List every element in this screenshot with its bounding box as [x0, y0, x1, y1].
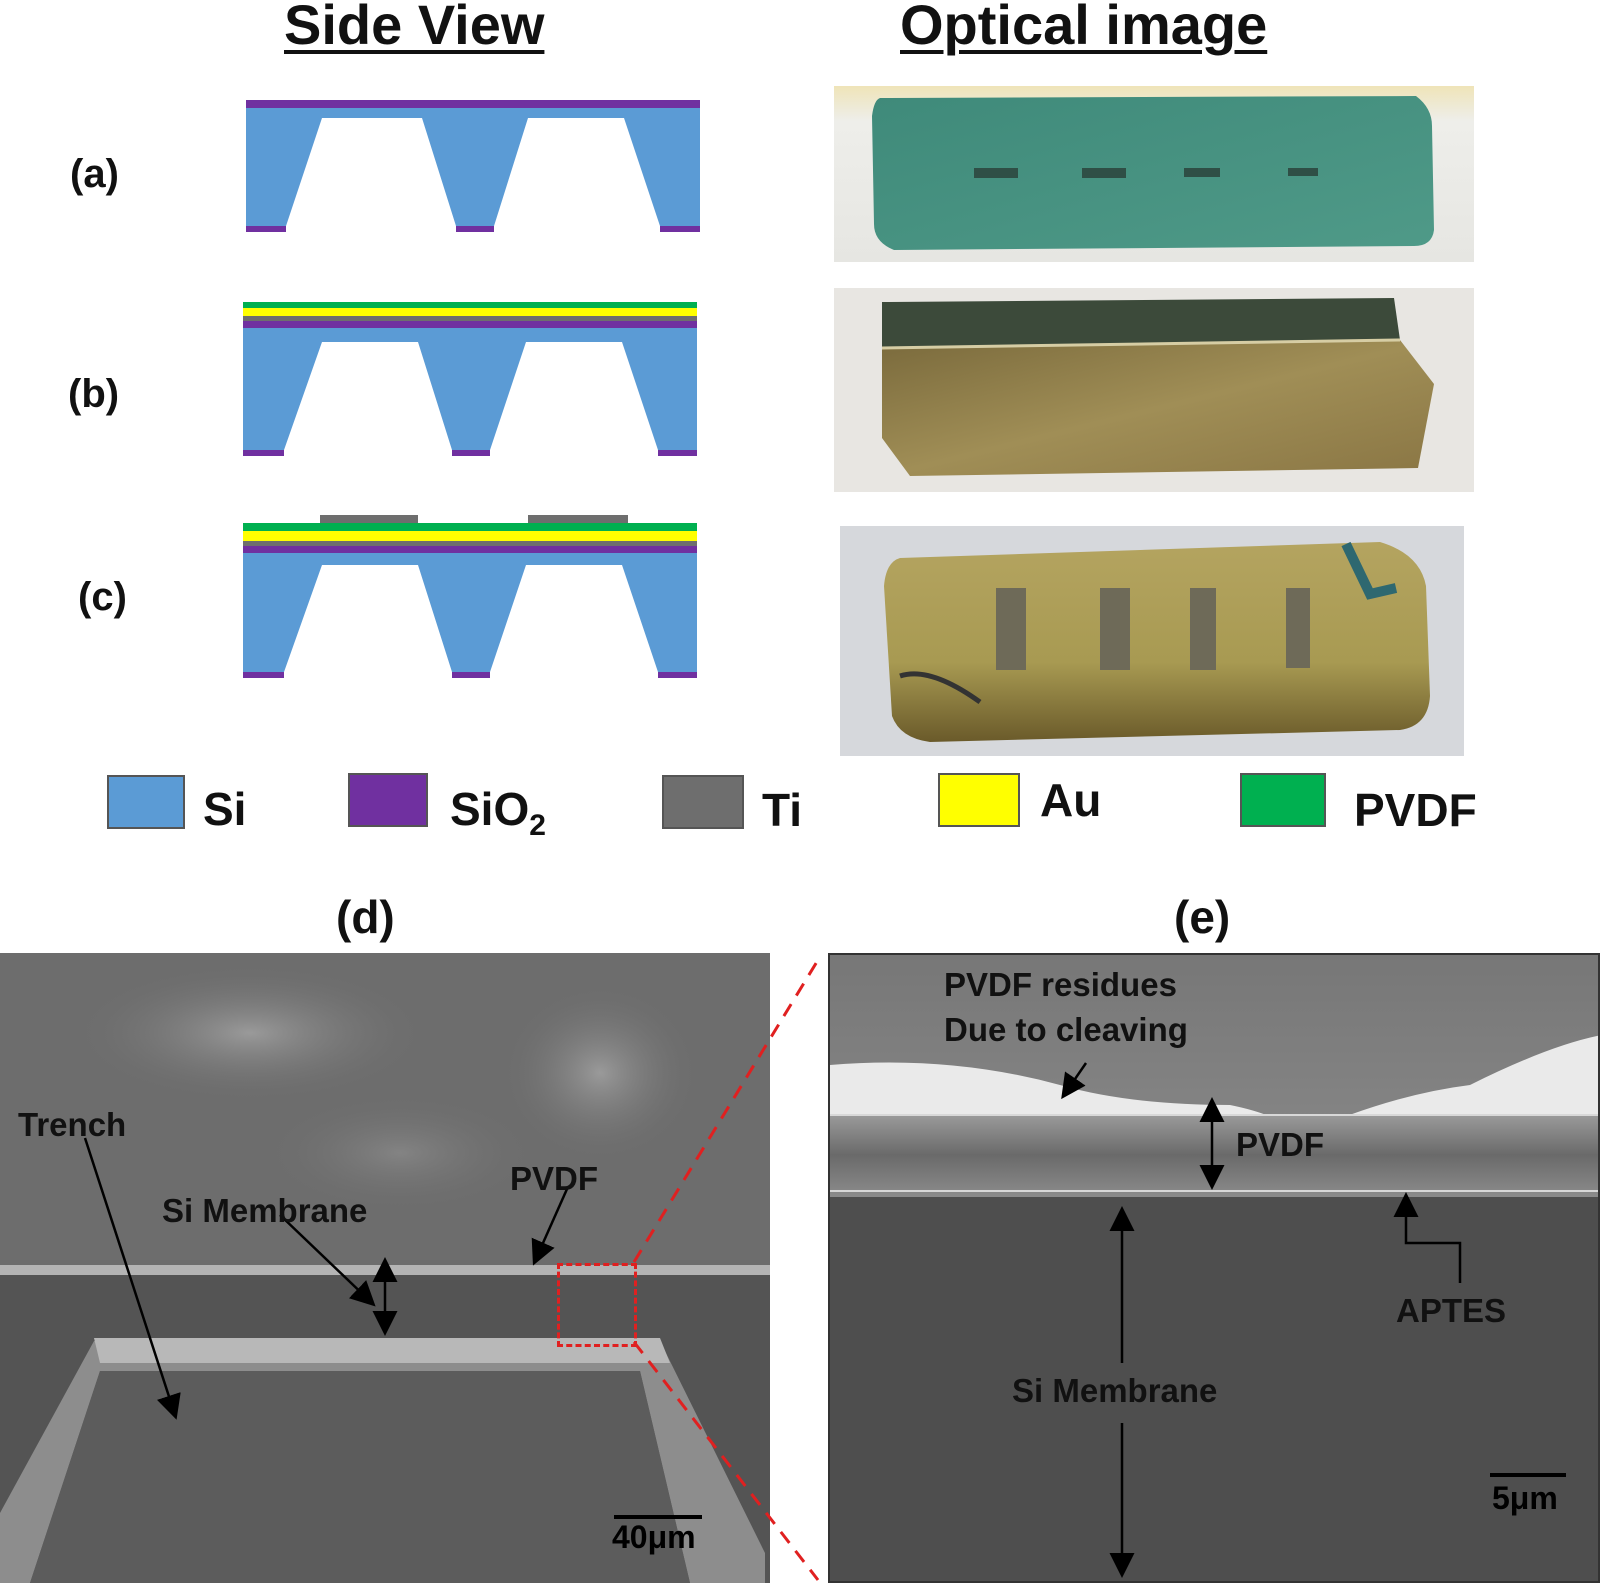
- si-membrane-label-e: Si Membrane: [1012, 1372, 1218, 1409]
- sio2-foot-c2: [452, 672, 490, 678]
- sio2-foot-c1: [243, 672, 284, 678]
- si-substrate-a: [246, 108, 700, 226]
- sio2-top-layer-a: [246, 100, 700, 108]
- sem-panel-d: [0, 953, 770, 1583]
- ti-electrode-c1: [320, 515, 418, 523]
- legend-swatch-si: [107, 775, 185, 829]
- pvdf-layer-c: [243, 523, 697, 531]
- legend-label-sio2-main: SiO: [450, 783, 530, 835]
- sio2-foot-a1: [246, 226, 286, 232]
- legend-swatch-ti: [662, 775, 744, 829]
- trench-label: Trench: [18, 1106, 127, 1143]
- schematic-b: [243, 302, 697, 456]
- row-label-c: (c): [78, 575, 127, 619]
- optical-image-a: [834, 86, 1474, 262]
- legend-label-sio2-sub: 2: [529, 809, 546, 843]
- legend-swatch-sio2: [348, 773, 428, 827]
- window-c2: [1100, 588, 1130, 670]
- window-a3: [1184, 168, 1220, 177]
- si-substrate-c: [243, 553, 697, 672]
- optical-image-b: [834, 288, 1474, 492]
- sio2-foot-a3: [660, 226, 700, 232]
- pvdf-layer-b: [243, 302, 697, 308]
- legend-swatch-pvdf: [1240, 773, 1326, 827]
- legend-label-au: Au: [1040, 774, 1102, 826]
- si-membrane-label-d: Si Membrane: [162, 1192, 368, 1229]
- residue-label-line1: PVDF residues: [944, 966, 1177, 1003]
- optical-image-c: [840, 526, 1464, 756]
- au-layer-b: [243, 308, 697, 316]
- window-a2: [1082, 168, 1126, 178]
- side-view-schematics: [243, 100, 700, 678]
- sio2-foot-b1: [243, 450, 284, 456]
- sem-e-image: [830, 955, 1598, 1581]
- window-c1: [996, 588, 1026, 670]
- panel-title-d: (d): [336, 891, 395, 943]
- ti-layer-c: [243, 541, 697, 546]
- schematic-c: [243, 515, 697, 678]
- side-view-header: Side View: [284, 0, 545, 56]
- scale-bar-e-label: 5μm: [1492, 1480, 1558, 1516]
- residue-label-line2: Due to cleaving: [944, 1011, 1188, 1048]
- legend-label-ti: Ti: [762, 784, 803, 836]
- legend-label-sio2: SiO2: [450, 782, 546, 843]
- window-c4: [1286, 588, 1310, 668]
- scale-bar-d-label: 40μm: [612, 1519, 696, 1555]
- window-a1: [974, 168, 1018, 178]
- sio2-top-layer-b: [243, 321, 697, 328]
- sio2-foot-b2: [452, 450, 490, 456]
- si-substrate-b: [243, 328, 697, 450]
- row-label-b: (b): [68, 372, 120, 416]
- sio2-foot-c3: [658, 672, 697, 678]
- optical-image-header: Optical image: [900, 0, 1268, 56]
- pvdf-label-d: PVDF: [510, 1160, 599, 1197]
- aptes-label: APTES: [1396, 1292, 1507, 1329]
- au-layer-c: [243, 531, 697, 541]
- sio2-foot-a2: [456, 226, 494, 232]
- legend-label-pvdf: PVDF: [1354, 784, 1477, 836]
- sio2-top-layer-c: [243, 546, 697, 553]
- schematic-a: [246, 100, 700, 232]
- window-a4: [1288, 168, 1318, 176]
- legend-swatch-au: [938, 773, 1020, 827]
- ti-electrode-c2: [528, 515, 628, 523]
- legend-label-si: Si: [203, 783, 247, 835]
- sio2-foot-b3: [658, 450, 697, 456]
- ti-layer-b: [243, 316, 697, 321]
- row-label-a: (a): [70, 152, 119, 196]
- window-c3: [1190, 588, 1216, 670]
- panel-title-e: (e): [1174, 891, 1231, 943]
- zoom-region-box: [557, 1263, 637, 1347]
- sem-d-image: [0, 953, 770, 1583]
- pvdf-label-e: PVDF: [1236, 1126, 1325, 1163]
